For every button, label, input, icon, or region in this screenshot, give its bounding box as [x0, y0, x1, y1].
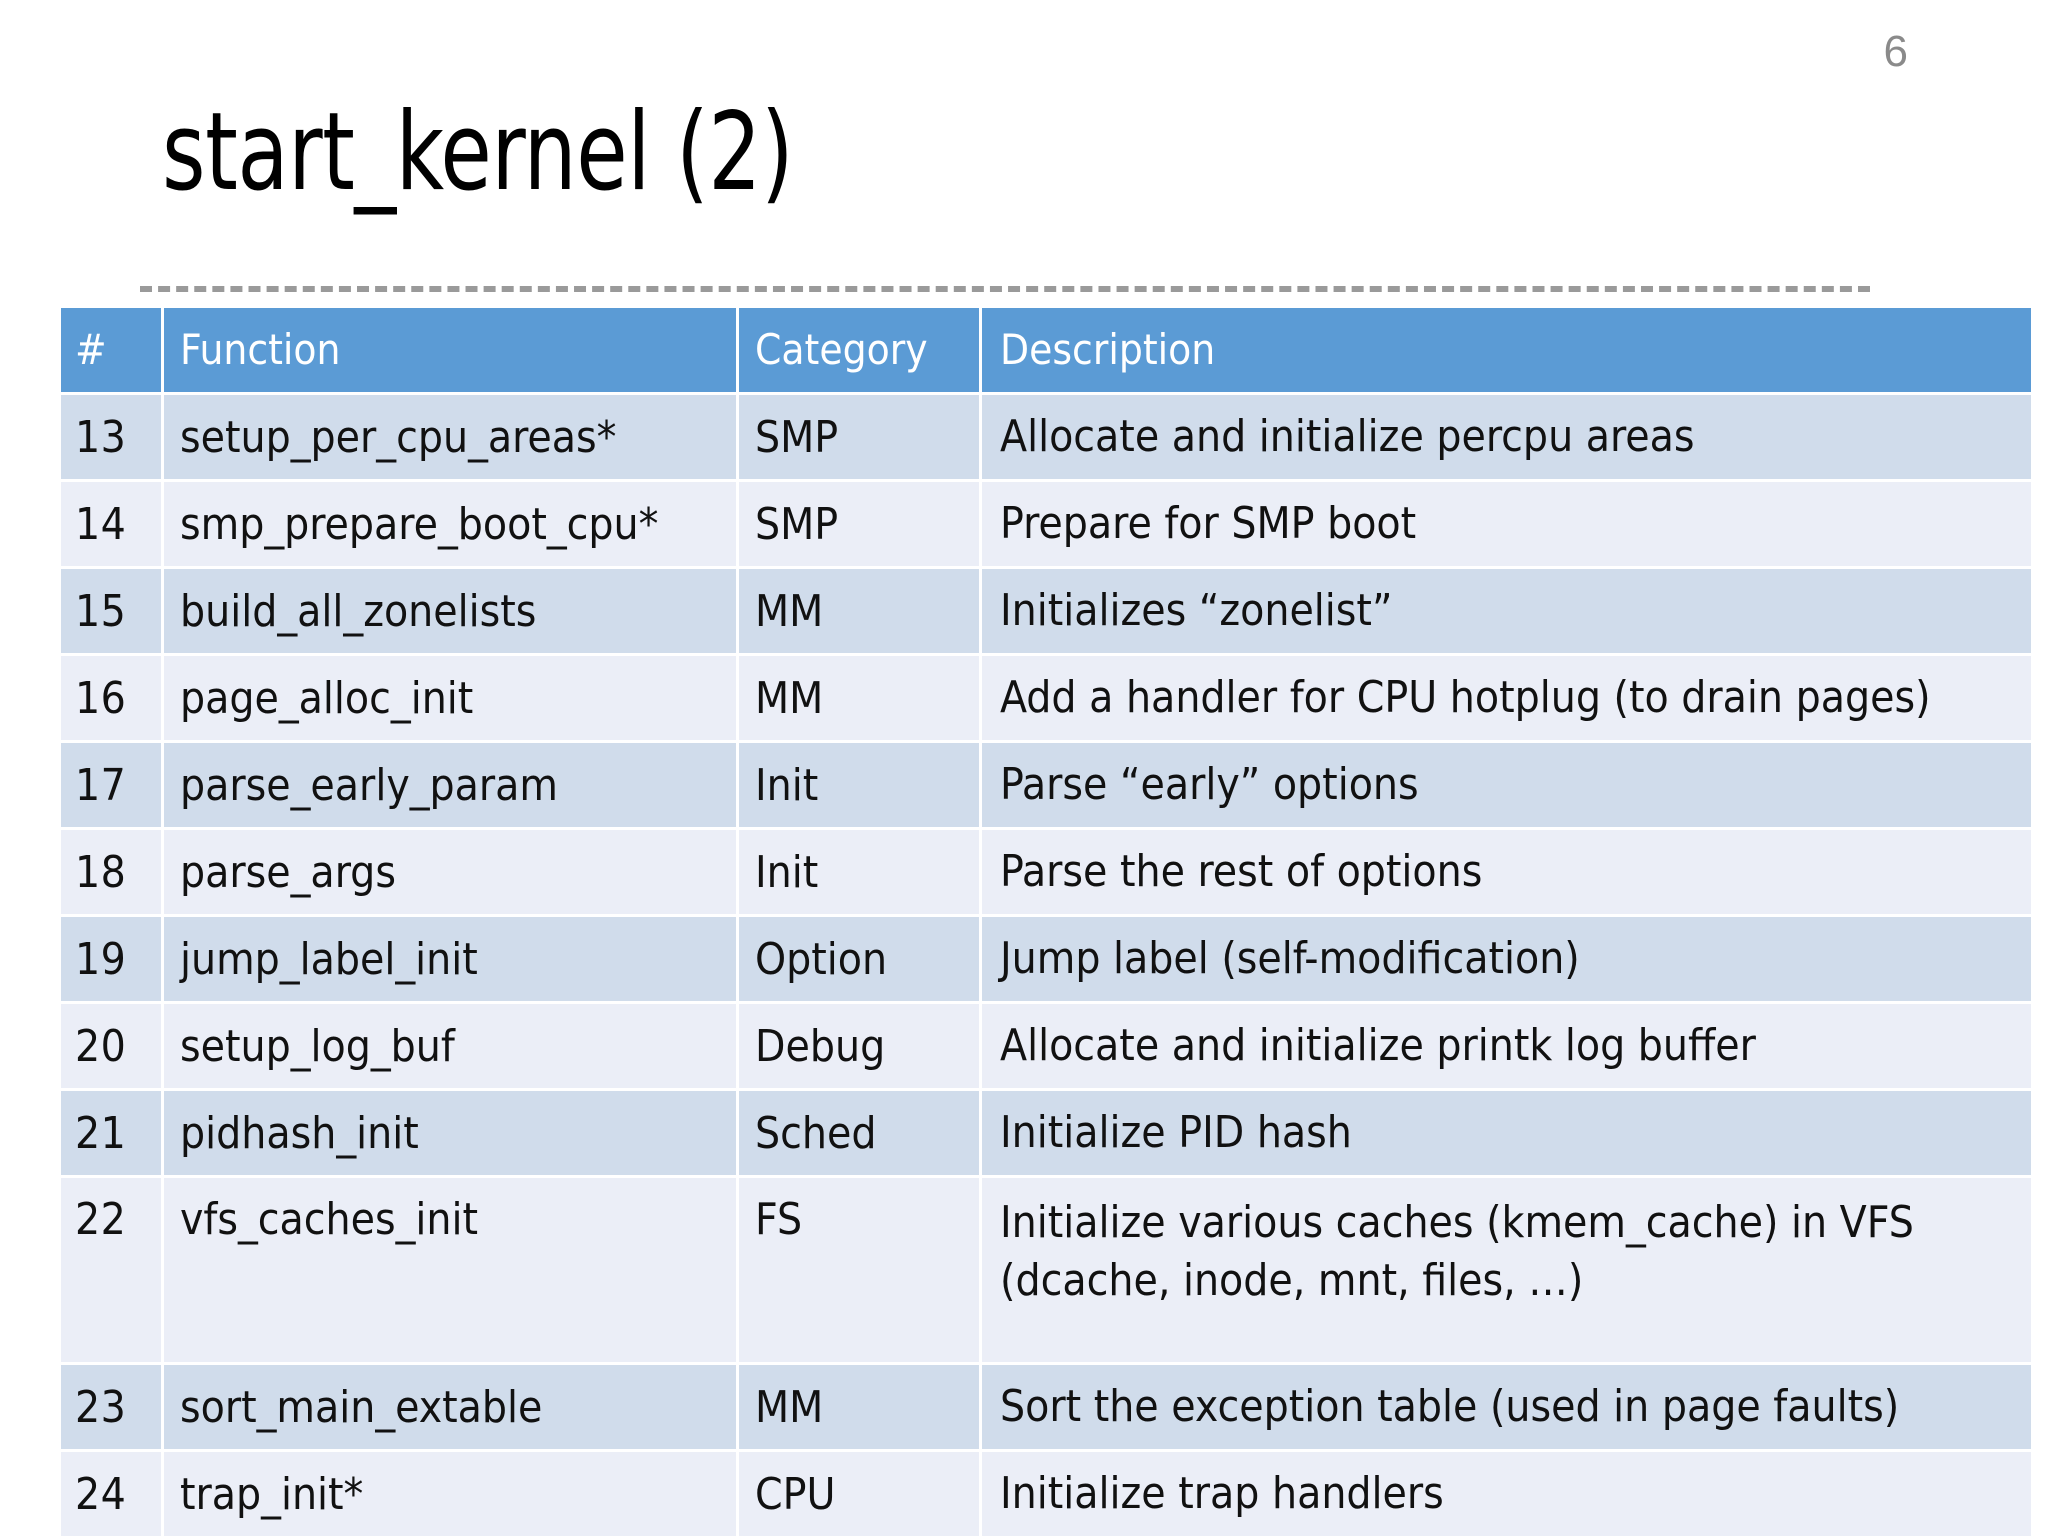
cell-category: MM: [739, 569, 979, 653]
cell-function: vfs_caches_init: [164, 1178, 736, 1362]
cell-description: Initializes “zonelist”: [982, 569, 2031, 653]
cell-description: Initialize various caches (kmem_cache) i…: [982, 1178, 2031, 1362]
cell-function: smp_prepare_boot_cpu*: [164, 482, 736, 566]
cell-description: Allocate and initialize percpu areas: [982, 395, 2031, 479]
cell-number: 24: [61, 1452, 161, 1536]
cell-number: 19: [61, 917, 161, 1001]
cell-description-line: Prepare for SMP boot: [1000, 497, 1417, 549]
column-header-category: Category: [739, 308, 979, 392]
cell-function: build_all_zonelists: [164, 569, 736, 653]
cell-description-line: Allocate and initialize printk log buffe…: [1000, 1019, 1756, 1071]
title-divider: [140, 286, 1870, 292]
cell-number: 21: [61, 1091, 161, 1175]
cell-description-line: Add a handler for CPU hotplug (to drain …: [1000, 671, 1931, 723]
slide-number: 6: [1883, 27, 1908, 76]
cell-description: Jump label (self-modification): [982, 917, 2031, 1001]
cell-category: SMP: [739, 395, 979, 479]
cell-category: Debug: [739, 1004, 979, 1088]
cell-description: Prepare for SMP boot: [982, 482, 2031, 566]
cell-number: 14: [61, 482, 161, 566]
cell-category: Init: [739, 830, 979, 914]
cell-number: 13: [61, 395, 161, 479]
cell-function: pidhash_init: [164, 1091, 736, 1175]
cell-description-line: Sort the exception table (used in page f…: [1000, 1380, 1900, 1432]
page-title: start_kernel (2): [162, 90, 794, 215]
cell-number: 23: [61, 1365, 161, 1449]
cell-function: setup_log_buf: [164, 1004, 736, 1088]
cell-category: Option: [739, 917, 979, 1001]
cell-description-line: Jump label (self-modification): [1000, 932, 1580, 984]
cell-description: Add a handler for CPU hotplug (to drain …: [982, 656, 2031, 740]
cell-function: sort_main_extable: [164, 1365, 736, 1449]
cell-number: 22: [61, 1178, 161, 1362]
cell-function: trap_init*: [164, 1452, 736, 1536]
cell-number: 16: [61, 656, 161, 740]
cell-number: 15: [61, 569, 161, 653]
cell-description-line: Parse “early” options: [1000, 758, 1419, 810]
cell-description: Allocate and initialize printk log buffe…: [982, 1004, 2031, 1088]
cell-description-line: Initialize various caches (kmem_cache) i…: [1000, 1197, 1914, 1248]
cell-function: jump_label_init: [164, 917, 736, 1001]
column-header-function: Function: [164, 308, 736, 392]
cell-number: 17: [61, 743, 161, 827]
column-header-description: Description: [982, 308, 2031, 392]
cell-function: parse_args: [164, 830, 736, 914]
table-header: # Function Category Description: [61, 308, 2031, 392]
cell-description: Initialize trap handlers: [982, 1452, 2031, 1536]
cell-category: CPU: [739, 1452, 979, 1536]
column-header-number: #: [61, 308, 161, 392]
cell-number: 18: [61, 830, 161, 914]
cell-description-line: Allocate and initialize percpu areas: [1000, 410, 1695, 462]
table-header-row: # Function Category Description: [61, 308, 2031, 392]
cell-function: page_alloc_init: [164, 656, 736, 740]
cell-function: parse_early_param: [164, 743, 736, 827]
cell-description-line: Initialize PID hash: [1000, 1106, 1352, 1158]
cell-category: Sched: [739, 1091, 979, 1175]
cell-description-line: Parse the rest of options: [1000, 845, 1483, 897]
cell-function: setup_per_cpu_areas*: [164, 395, 736, 479]
cell-description: Initialize PID hash: [982, 1091, 2031, 1175]
cell-category: SMP: [739, 482, 979, 566]
cell-description-line: Initializes “zonelist”: [1000, 584, 1393, 636]
cell-description: Sort the exception table (used in page f…: [982, 1365, 2031, 1449]
cell-description: Parse “early” options: [982, 743, 2031, 827]
cell-description-line: Initialize trap handlers: [1000, 1467, 1444, 1519]
cell-category: FS: [739, 1178, 979, 1362]
cell-category: MM: [739, 656, 979, 740]
cell-category: MM: [739, 1365, 979, 1449]
cell-description: Parse the rest of options: [982, 830, 2031, 914]
cell-description-line: (dcache, inode, mnt, files, …): [1000, 1255, 1584, 1307]
cell-category: Init: [739, 743, 979, 827]
cell-number: 20: [61, 1004, 161, 1088]
